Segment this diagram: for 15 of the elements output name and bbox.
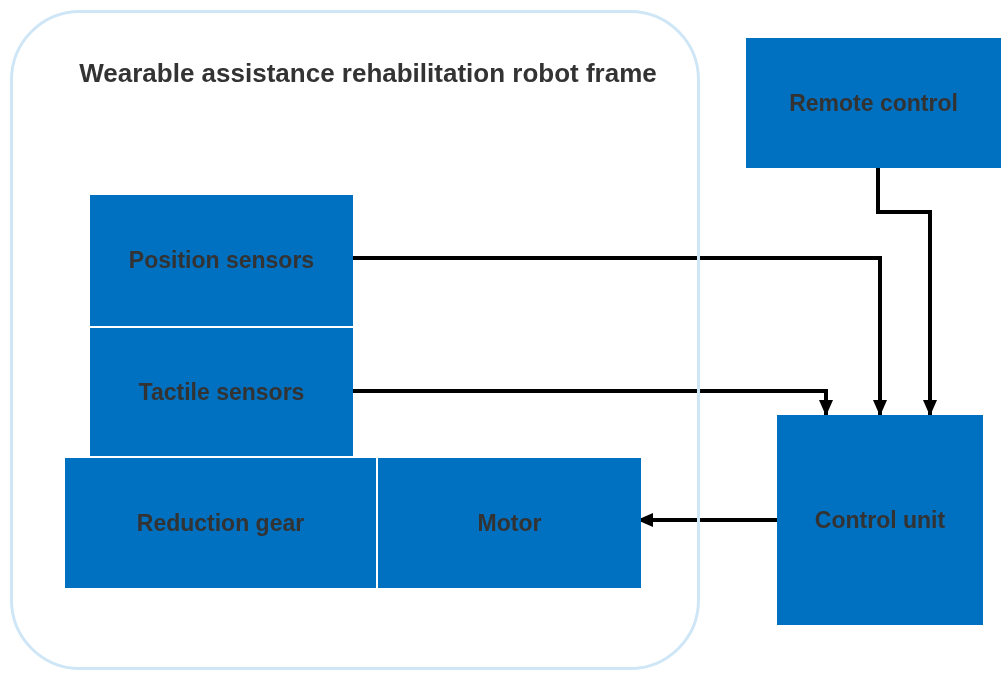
box-label: Control unit (814, 505, 946, 535)
frame-container (10, 10, 700, 670)
box-label: Position sensors (128, 246, 315, 275)
component-box (378, 458, 641, 588)
component-box (777, 415, 983, 625)
box-label: Tactile sensors (138, 377, 305, 407)
frame-title: Wearable assistance rehabilitation robot frame (78, 57, 658, 90)
box-label: Motor (477, 508, 542, 538)
arrow (876, 168, 937, 416)
box-label: Reduction gear (136, 508, 305, 538)
component-box (746, 38, 1001, 168)
component-box (90, 328, 353, 456)
component-box (90, 195, 353, 326)
component-box (65, 458, 376, 588)
box-label: Remote control (789, 88, 958, 118)
